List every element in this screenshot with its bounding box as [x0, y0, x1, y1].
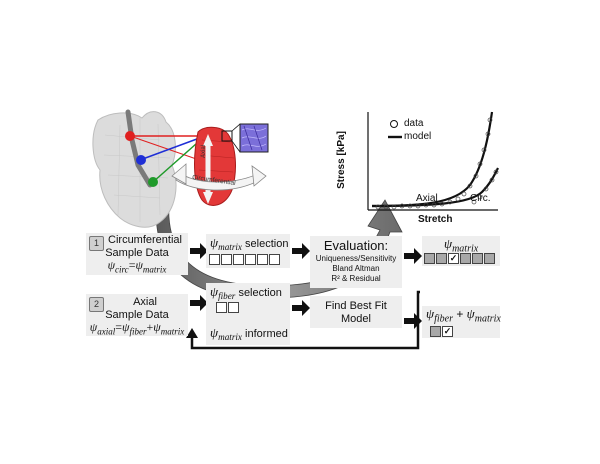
matrix-result-selected: ✓ [448, 253, 459, 264]
legend-data-marker [390, 120, 398, 128]
row2-equation: ψaxial=ψfiber+ψmatrix [89, 320, 185, 337]
fiber-result-box: ψfiber + ψmatrix ✓ [422, 306, 501, 338]
fiber-selection-box: ψfiber selection ψmatrix informed [206, 283, 290, 345]
step-number-2: 2 [89, 297, 104, 312]
circ-model-curve [371, 111, 494, 208]
fiber-result-selected: ✓ [442, 326, 453, 337]
big-gray-arrow [156, 179, 403, 299]
evaluation-line2: Bland Altman [332, 264, 380, 273]
matrix-result-option-2 [436, 253, 447, 264]
matrix-model-option-1[interactable] [209, 254, 220, 265]
matrix-model-option-5[interactable] [257, 254, 268, 265]
red-line-2 [129, 135, 206, 163]
lung-shape [92, 111, 177, 228]
matrix-result-option-6 [484, 253, 495, 264]
matrix-result-label: ψmatrix [444, 236, 479, 255]
airway [125, 109, 153, 188]
curve-circ-label: Circ. [470, 193, 491, 204]
matrix-result-option-5 [472, 253, 483, 264]
green-dot [148, 177, 158, 187]
matrix-result-box: ψmatrix ✓ [422, 236, 500, 266]
fiber-result-option-1 [430, 326, 441, 337]
best-fit-line1: Find Best Fit [325, 300, 387, 312]
matrix-result-option-1 [424, 253, 435, 264]
fiber-model-option-2[interactable] [228, 302, 239, 313]
tissue-sample [194, 126, 236, 206]
row1-line2: Sample Data [105, 247, 169, 259]
best-fit-box: Find Best Fit Model [310, 296, 402, 328]
row2-line1: Axial [133, 296, 157, 308]
legend-model-label: model [404, 131, 432, 142]
tissue-inset-marker [221, 130, 233, 142]
red-dot [125, 131, 135, 141]
row1-line1: Circumferential [108, 234, 182, 246]
feedback-loop [190, 290, 420, 350]
legend-data-label: data [404, 118, 424, 129]
graph-x-label: Stretch [418, 214, 453, 225]
fiber-result-label: ψfiber + ψmatrix [426, 306, 501, 325]
evaluation-line3: R² & Residual [331, 274, 381, 283]
evaluation-line1: Uniqueness/Sensitivity [315, 254, 397, 263]
matrix-informed-label: ψmatrix informed [210, 325, 288, 343]
matrix-selection-box: ψmatrix selection [206, 234, 290, 268]
fiber-selection-label: ψfiber selection [210, 284, 282, 302]
best-fit-line2: Model [341, 313, 371, 325]
axial-data-box: 2 Axial Sample Data ψaxial=ψfiber+ψmatri… [86, 294, 188, 336]
data-markers [375, 117, 499, 210]
circumferential-data-box: 1 Circumferential Sample Data ψcirc=ψmat… [86, 233, 188, 275]
matrix-model-option-3[interactable] [233, 254, 244, 265]
axial-model-curve [371, 167, 499, 208]
matrix-model-option-4[interactable] [245, 254, 256, 265]
graph-y-label: Stress [kPa] [336, 131, 347, 189]
matrix-model-option-6[interactable] [269, 254, 280, 265]
evaluation-box: Evaluation: Uniqueness/Sensitivity Bland… [310, 236, 402, 288]
tissue-axial-label: Axial [201, 144, 207, 158]
matrix-result-option-4 [460, 253, 471, 264]
step-number-1: 1 [89, 236, 104, 251]
blue-line [139, 135, 206, 161]
matrix-selection-label: ψmatrix selection [210, 235, 289, 253]
row1-equation: ψcirc=ψmatrix [107, 258, 167, 275]
fiber-model-option-1[interactable] [216, 302, 227, 313]
curve-axial-label: Axial [416, 193, 438, 204]
matrix-model-option-2[interactable] [221, 254, 232, 265]
evaluation-title: Evaluation: [323, 238, 389, 253]
row2-line2: Sample Data [105, 309, 169, 321]
blue-dot [136, 155, 146, 165]
